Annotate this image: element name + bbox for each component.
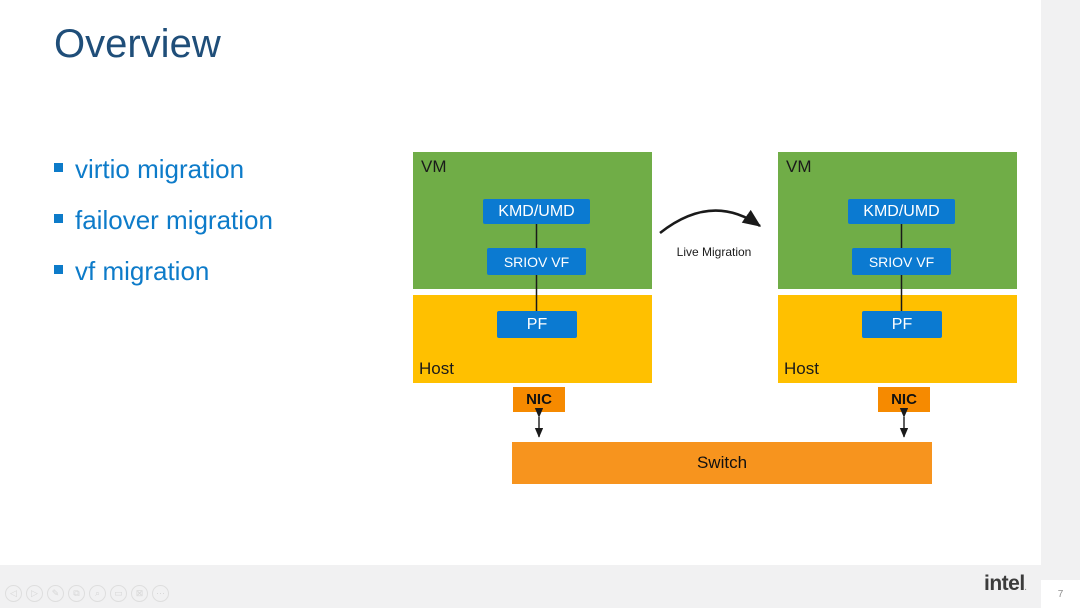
bullet-label: virtio migration xyxy=(75,154,245,184)
switch-box: Switch xyxy=(512,442,932,484)
next-slide-icon[interactable]: ▷ xyxy=(26,585,43,602)
host-label: Host xyxy=(419,359,454,378)
host-box-right: Host xyxy=(778,295,1017,383)
live-migration-label: Live Migration xyxy=(676,245,752,259)
bullet-label: vf migration xyxy=(75,256,210,286)
host-label: Host xyxy=(784,359,819,378)
nic-label: NIC xyxy=(891,391,917,408)
brand-text: intel xyxy=(984,572,1025,595)
viewer-bottom-bar xyxy=(0,565,1041,608)
brand-mark: . xyxy=(1024,585,1027,592)
page-number-indicator: 7 xyxy=(1041,580,1080,608)
live-migration-arrow xyxy=(659,209,762,235)
pf-label: PF xyxy=(526,315,548,333)
brand-logo: intel. xyxy=(984,572,1027,596)
viewer-toolbar: ◁ ▷ ✎ ⧉ ⌕ ▭ ⊠ ⋯ xyxy=(5,585,169,602)
bullet-square-icon xyxy=(54,265,63,274)
switch-label: Switch xyxy=(696,453,748,472)
page-number: 7 xyxy=(1057,588,1064,600)
pf-box-right: PF xyxy=(862,311,942,338)
kmd-umd-box-left: KMD/UMD xyxy=(483,199,590,224)
list-item: virtio migration xyxy=(54,144,273,195)
list-item: failover migration xyxy=(54,195,273,246)
kmd-umd-label: KMD/UMD xyxy=(498,202,575,220)
host-box-left: Host xyxy=(413,295,652,383)
presentation-mode-icon[interactable]: ▭ xyxy=(110,585,127,602)
nic-box-right: NIC xyxy=(878,387,930,412)
previous-slide-icon[interactable]: ◁ xyxy=(5,585,22,602)
thumbnail-sidebar xyxy=(1041,0,1080,580)
page-title: Overview xyxy=(54,22,221,66)
nic-box-left: NIC xyxy=(513,387,565,412)
screenshot-icon[interactable]: ⧉ xyxy=(68,585,85,602)
annotate-pen-icon[interactable]: ✎ xyxy=(47,585,64,602)
more-options-icon[interactable]: ⋯ xyxy=(152,585,169,602)
kmd-umd-box-right: KMD/UMD xyxy=(848,199,955,224)
bullet-list: virtio migration failover migration vf m… xyxy=(54,144,273,297)
list-item: vf migration xyxy=(54,246,273,297)
hide-media-icon[interactable]: ⊠ xyxy=(131,585,148,602)
pf-label: PF xyxy=(891,315,913,333)
pf-box-left: PF xyxy=(497,311,577,338)
vm-label: VM xyxy=(786,157,812,176)
sriov-vf-label: SRIOV VF xyxy=(503,253,570,270)
bullet-square-icon xyxy=(54,214,63,223)
vm-label: VM xyxy=(421,157,447,176)
sriov-vf-label: SRIOV VF xyxy=(868,253,935,270)
nic-label: NIC xyxy=(526,391,552,408)
sriov-vf-box-left: SRIOV VF xyxy=(487,248,586,275)
bullet-square-icon xyxy=(54,163,63,172)
zoom-icon[interactable]: ⌕ xyxy=(89,585,106,602)
bullet-label: failover migration xyxy=(75,205,273,235)
sriov-vf-box-right: SRIOV VF xyxy=(852,248,951,275)
kmd-umd-label: KMD/UMD xyxy=(863,202,940,220)
